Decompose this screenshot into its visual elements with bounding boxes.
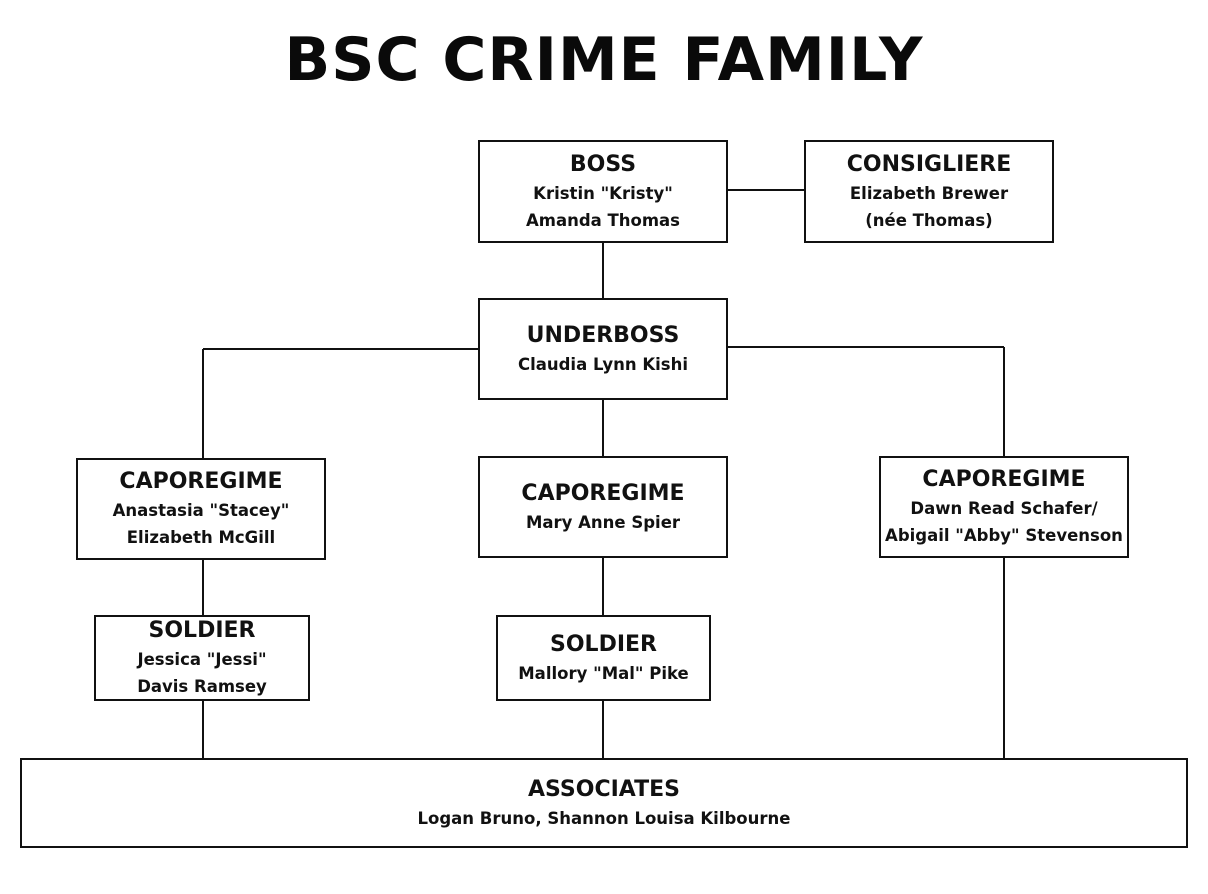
caporegime-right-name-line-1: Dawn Read Schafer/: [910, 499, 1098, 518]
boss-name-line-1: Kristin "Kristy": [533, 183, 673, 203]
chart-title: BSC CRIME FAMILY: [284, 25, 924, 95]
associates-role: ASSOCIATES: [528, 776, 680, 802]
boss-box: BOSS Kristin "Kristy" Amanda Thomas: [478, 140, 728, 243]
underboss-role: UNDERBOSS: [526, 322, 680, 348]
consigliere-box: CONSIGLIERE Elizabeth Brewer (née Thomas…: [804, 140, 1054, 243]
associates-name-line-1: Logan Bruno, Shannon Louisa Kilbourne: [417, 808, 791, 828]
underboss-box: UNDERBOSS Claudia Lynn Kishi: [478, 298, 728, 400]
caporegime-left-role: CAPOREGIME: [119, 469, 283, 494]
underboss-name-line-1: Claudia Lynn Kishi: [517, 354, 689, 374]
soldier-left-name-line-2: Davis Ramsey: [137, 677, 267, 696]
boss-role: BOSS: [569, 151, 637, 177]
caporegime-right-name-line-2: Abigail "Abby" Stevenson: [885, 526, 1123, 545]
consigliere-role: CONSIGLIERE: [846, 151, 1012, 177]
associates-box: ASSOCIATES Logan Bruno, Shannon Louisa K…: [20, 758, 1188, 848]
caporegime-center-box: CAPOREGIME Mary Anne Spier: [478, 456, 728, 558]
soldier-left-role: SOLDIER: [148, 618, 256, 643]
caporegime-center-role: CAPOREGIME: [521, 480, 685, 506]
caporegime-left-name-line-1: Anastasia "Stacey": [112, 501, 290, 520]
caporegime-left-name-line-2: Elizabeth McGill: [126, 528, 276, 547]
caporegime-left-box: CAPOREGIME Anastasia "Stacey" Elizabeth …: [76, 458, 326, 560]
caporegime-right-box: CAPOREGIME Dawn Read Schafer/ Abigail "A…: [879, 456, 1129, 558]
boss-name-line-2: Amanda Thomas: [525, 210, 681, 230]
soldier-center-box: SOLDIER Mallory "Mal" Pike: [496, 615, 711, 701]
soldier-left-box: SOLDIER Jessica "Jessi" Davis Ramsey: [94, 615, 310, 701]
consigliere-name-line-2: (née Thomas): [865, 210, 993, 230]
caporegime-center-name-line-1: Mary Anne Spier: [525, 512, 681, 532]
soldier-center-role: SOLDIER: [550, 631, 657, 657]
caporegime-right-role: CAPOREGIME: [922, 467, 1086, 492]
consigliere-name-line-1: Elizabeth Brewer: [849, 183, 1009, 203]
soldier-left-name-line-1: Jessica "Jessi": [137, 650, 267, 669]
soldier-center-name-line-1: Mallory "Mal" Pike: [518, 663, 689, 683]
